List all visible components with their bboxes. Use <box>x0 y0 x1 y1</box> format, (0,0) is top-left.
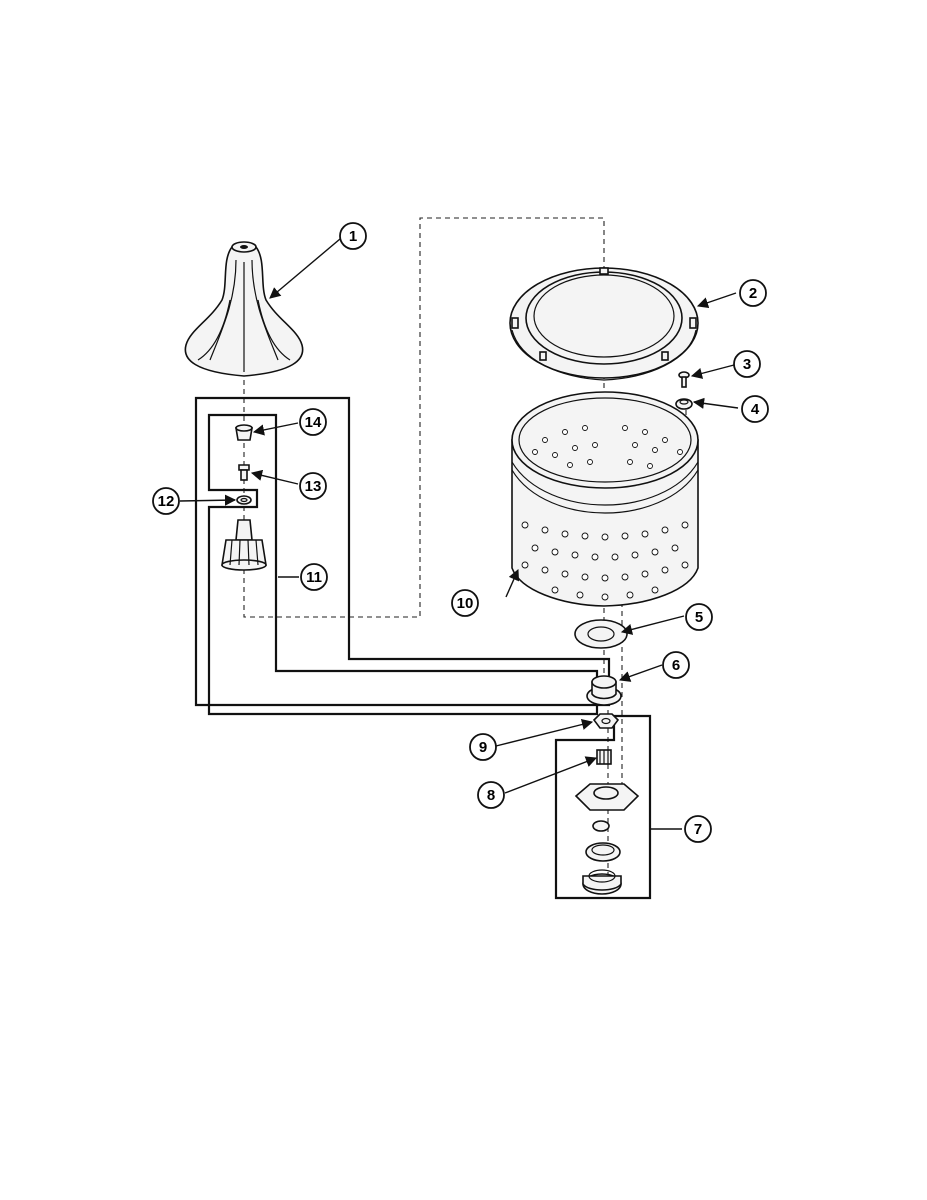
spacer-part <box>675 398 693 410</box>
group-bracket-11 <box>194 396 611 707</box>
callout-6: 6 <box>662 651 690 679</box>
callout-bubble <box>300 563 328 591</box>
callout-number: 13 <box>305 478 322 495</box>
callout-bubble <box>469 733 497 761</box>
callout-11: 11 <box>300 563 328 591</box>
group-bracket-7 <box>554 714 652 900</box>
callout-number: 9 <box>479 739 487 756</box>
callout-bubble <box>739 279 767 307</box>
callout-5: 5 <box>685 603 713 631</box>
hub-part <box>586 675 622 706</box>
callout-8: 8 <box>477 781 505 809</box>
callout-number: 8 <box>487 787 495 804</box>
callout-number: 10 <box>457 595 474 612</box>
callout-13: 13 <box>299 472 327 500</box>
agitator-kit-part <box>221 519 267 571</box>
callout-14: 14 <box>299 408 327 436</box>
callout-number: 1 <box>349 228 357 245</box>
callout-bubble <box>299 408 327 436</box>
callout-number: 2 <box>749 285 757 302</box>
gasket-part <box>574 619 628 649</box>
callout-number: 12 <box>158 493 175 510</box>
callout-number: 3 <box>743 356 751 373</box>
balance-ring-part <box>509 267 699 381</box>
callout-3: 3 <box>733 350 761 378</box>
callout-12: 12 <box>152 487 180 515</box>
nut-part <box>592 713 620 729</box>
callout-number: 4 <box>751 401 760 418</box>
callout-number: 14 <box>305 414 322 431</box>
group-bracket-inner <box>207 413 599 716</box>
screw-part <box>678 371 690 388</box>
callout-bubble <box>685 603 713 631</box>
callout-bubble <box>733 350 761 378</box>
callout-2: 2 <box>739 279 767 307</box>
basket-perforations <box>521 425 689 601</box>
callout-bubble <box>741 395 769 423</box>
callout-number: 6 <box>672 657 680 674</box>
callout-10: 10 <box>451 589 479 617</box>
cap-part <box>235 424 253 441</box>
callout-7: 7 <box>684 815 712 843</box>
callout-number: 7 <box>694 821 702 838</box>
bolt-part <box>238 464 250 481</box>
callout-1: 1 <box>339 222 367 250</box>
callout-bubble <box>477 781 505 809</box>
callout-bubble <box>662 651 690 679</box>
callout-bubble <box>339 222 367 250</box>
callout-bubble <box>299 472 327 500</box>
callout-bubble <box>451 589 479 617</box>
spin-basket-part <box>511 391 699 607</box>
callout-bubble <box>152 487 180 515</box>
callout-number: 5 <box>695 609 703 626</box>
agitator-part <box>184 241 304 377</box>
drive-shaft-part <box>596 749 612 765</box>
callout-number: 11 <box>306 569 322 586</box>
leader-lines <box>179 238 739 830</box>
callout-4: 4 <box>741 395 769 423</box>
callout-bubble <box>684 815 712 843</box>
washer-part <box>236 495 252 505</box>
seal-kit-parts <box>574 783 640 895</box>
callout-9: 9 <box>469 733 497 761</box>
